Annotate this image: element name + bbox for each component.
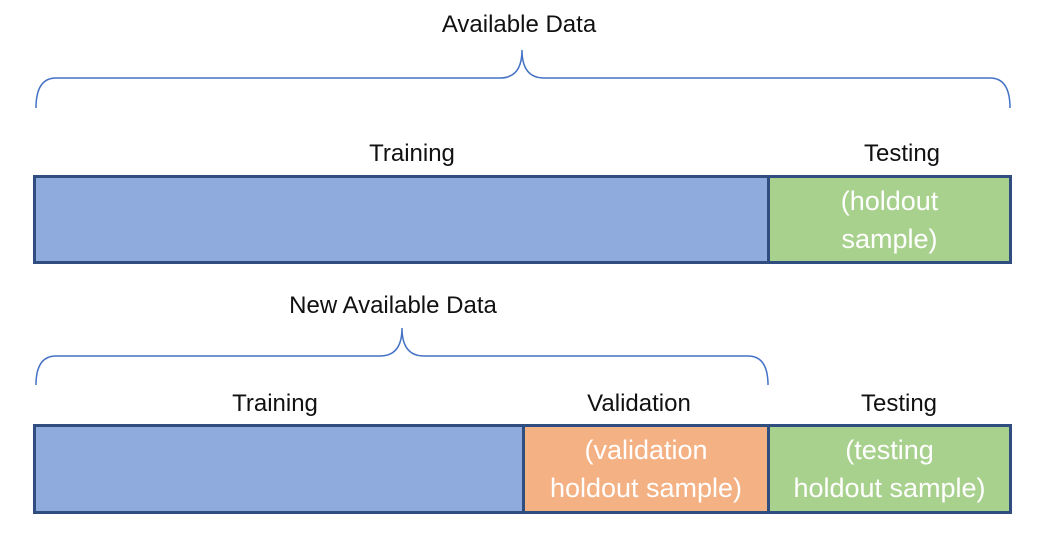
bottom-testing-block-text: (testing holdout sample) xyxy=(793,435,986,503)
new-available-data-label: New Available Data xyxy=(289,292,497,319)
top-training-label: Training xyxy=(369,140,455,167)
top-testing-label: Testing xyxy=(863,140,941,167)
bottom-validation-label: Validation xyxy=(587,390,691,417)
bottom-validation-block: (validation holdout sample) xyxy=(522,424,770,514)
bottom-testing-label: Testing xyxy=(860,390,938,417)
top-testing-block-text: (holdout sample) xyxy=(840,185,939,254)
top-testing-block: (holdout sample) xyxy=(767,175,1012,264)
top-training-block xyxy=(33,175,770,264)
bottom-training-label: Training xyxy=(232,390,318,417)
available-data-label: Available Data xyxy=(441,11,597,38)
bottom-testing-block: (testing holdout sample) xyxy=(767,424,1012,514)
bottom-validation-block-text: (validation holdout sample) xyxy=(549,435,743,503)
bottom-training-block xyxy=(33,424,525,514)
